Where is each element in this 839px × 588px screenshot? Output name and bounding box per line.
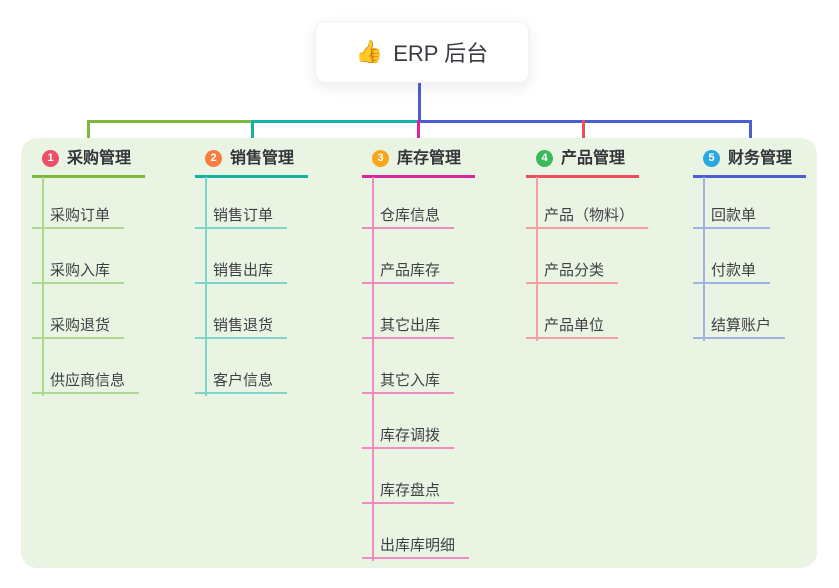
child-node[interactable]: 其它出库: [362, 315, 455, 339]
branch-drop-line: [417, 120, 420, 147]
child-node[interactable]: 产品单位: [526, 315, 619, 339]
branch-drop-line: [251, 120, 254, 147]
child-node[interactable]: 客户信息: [195, 370, 288, 394]
branch-drop-line: [582, 120, 585, 147]
child-node[interactable]: 采购订单: [32, 205, 125, 229]
child-node[interactable]: 供应商信息: [32, 370, 140, 394]
root-label: ERP 后台: [393, 41, 489, 66]
mindmap-root-node[interactable]: 👍 ERP 后台: [315, 21, 529, 83]
background-panel: 1 采购管理采购订单采购入库采购退货供应商信息 2 销售管理销售订单销售出库销售退货客…: [21, 138, 817, 568]
branch-column: 1 采购管理采购订单采购入库采购退货供应商信息: [32, 148, 146, 396]
child-node[interactable]: 库存调拨: [362, 425, 455, 449]
branch-connector-line: [536, 177, 538, 341]
branch-connector-line: [42, 177, 44, 396]
child-node[interactable]: 付款单: [693, 260, 771, 284]
child-node[interactable]: 采购退货: [32, 315, 125, 339]
child-node[interactable]: 销售退货: [195, 315, 288, 339]
branch-label: 产品管理: [561, 149, 626, 167]
child-node[interactable]: 销售订单: [195, 205, 288, 229]
child-node[interactable]: 出库库明细: [362, 535, 470, 559]
branch-connector-line: [703, 177, 705, 341]
branch-number-badge: 5: [703, 150, 720, 167]
branch-header[interactable]: 3 库存管理: [362, 149, 476, 178]
branch-number-badge: 3: [372, 150, 389, 167]
branch-column: 3 库存管理仓库信息产品库存其它出库其它入库库存调拨库存盘点出库库明细: [362, 148, 476, 561]
branch-number-badge: 4: [536, 150, 553, 167]
top-connector-segment-blue: [419, 120, 752, 123]
branch-drop-line: [749, 120, 752, 147]
top-connector-segment-teal: [252, 120, 421, 123]
branch-connector-line: [372, 177, 374, 561]
child-node[interactable]: 产品库存: [362, 260, 455, 284]
branch-column: 5 财务管理回款单付款单结算账户: [693, 148, 807, 341]
child-node[interactable]: 库存盘点: [362, 480, 455, 504]
branch-label: 采购管理: [67, 149, 132, 167]
branch-header[interactable]: 4 产品管理: [526, 149, 640, 178]
child-node[interactable]: 采购入库: [32, 260, 125, 284]
top-connector-segment-green: [87, 120, 254, 123]
thumbs-up-icon: 👍: [355, 39, 384, 64]
child-node[interactable]: 结算账户: [693, 315, 786, 339]
branch-number-badge: 1: [42, 150, 59, 167]
root-connector-line: [418, 81, 421, 123]
branch-drop-line: [87, 120, 90, 147]
child-node[interactable]: 其它入库: [362, 370, 455, 394]
child-node[interactable]: 产品（物料）: [526, 205, 649, 229]
branch-number-badge: 2: [205, 150, 222, 167]
child-node[interactable]: 产品分类: [526, 260, 619, 284]
branch-header[interactable]: 5 财务管理: [693, 149, 807, 178]
branch-column: 2 销售管理销售订单销售出库销售退货客户信息: [195, 148, 309, 396]
branch-connector-line: [205, 177, 207, 396]
branch-label: 财务管理: [728, 149, 793, 167]
child-node[interactable]: 销售出库: [195, 260, 288, 284]
branch-label: 销售管理: [230, 149, 295, 167]
child-node[interactable]: 回款单: [693, 205, 771, 229]
branch-label: 库存管理: [397, 149, 462, 167]
branch-column: 4 产品管理产品（物料） 产品分类产品单位: [526, 148, 649, 341]
branch-header[interactable]: 2 销售管理: [195, 149, 309, 178]
branch-header[interactable]: 1 采购管理: [32, 149, 146, 178]
child-node[interactable]: 仓库信息: [362, 205, 455, 229]
